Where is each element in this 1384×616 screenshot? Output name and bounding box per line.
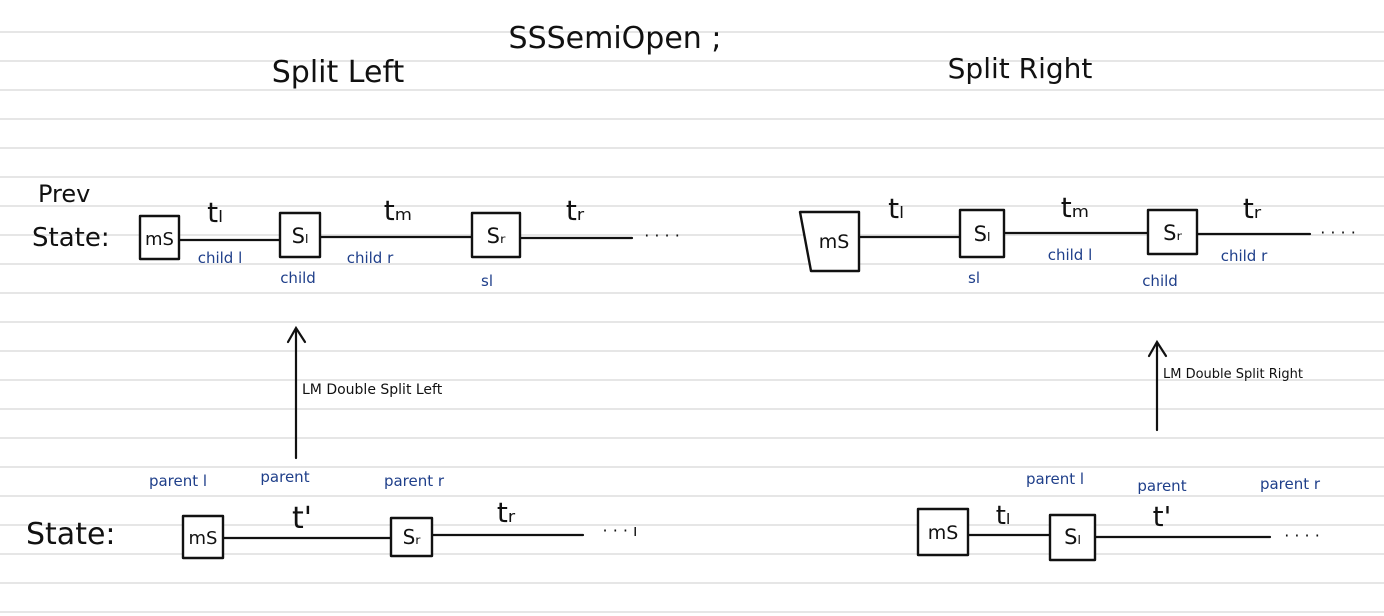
sl-prev-edge-label-tm: tₘ bbox=[384, 194, 412, 227]
sl-prev-node-sl-label: Sₗ bbox=[292, 224, 309, 248]
sl-prev-node-ms bbox=[138, 214, 181, 261]
sr-prev-annotation-child: child bbox=[1142, 272, 1178, 290]
sr-prev-node-sl bbox=[958, 208, 1006, 259]
sl-prev-annotation-child: child bbox=[280, 269, 316, 287]
sr-state-node-ms-label: mS bbox=[928, 522, 959, 544]
sr-state-ellipsis: · · · · bbox=[1284, 526, 1320, 545]
sr-prev-annotation-child-r: child r bbox=[1221, 247, 1268, 265]
sl-operation-label: LM Double Split Left bbox=[302, 382, 443, 398]
sl-state-node-sr bbox=[389, 516, 434, 558]
sl-prev-annotation-sl: sl bbox=[481, 272, 493, 290]
sr-prev-ellipsis: · · · · bbox=[1320, 223, 1356, 242]
sl-transition-arrow bbox=[286, 325, 307, 460]
sr-prev-edge-label-tr: tᵣ bbox=[1243, 192, 1262, 225]
sr-operation-label: LM Double Split Right bbox=[1163, 367, 1303, 382]
sl-state-node-sr-label: Sᵣ bbox=[403, 525, 422, 549]
sr-state-chain: mS Sₗ tₗ t' · · · · parent l parent pare… bbox=[916, 470, 1321, 562]
split-left-heading: Split Left bbox=[272, 55, 405, 90]
sr-state-annotation-parent-l: parent l bbox=[1026, 470, 1084, 488]
sr-prev-node-sl-label: Sₗ bbox=[974, 222, 991, 246]
sl-prev-node-sr-label: Sᵣ bbox=[487, 224, 506, 248]
sr-prev-node-ms-label: mS bbox=[819, 231, 850, 253]
sr-state-edge-label-tl: tₗ bbox=[996, 501, 1011, 531]
sr-prev-node-sr-label: Sᵣ bbox=[1163, 221, 1182, 245]
sr-prev-edge-label-tm: tₘ bbox=[1061, 191, 1089, 224]
sr-prev-node-sr bbox=[1146, 208, 1199, 256]
sl-prev-node-ms-label: mS bbox=[145, 229, 174, 250]
prev-label-line1: Prev bbox=[38, 180, 90, 208]
sl-prev-ellipsis: · · · · bbox=[644, 226, 680, 245]
sl-prev-node-sl bbox=[278, 211, 322, 259]
sr-prev-annotation-sl: sl bbox=[968, 269, 980, 287]
sl-state-ellipsis: · · · ı bbox=[603, 521, 638, 540]
sl-prev-edge-label-tl: tₗ bbox=[207, 196, 223, 229]
sl-state-edge-label-tr: tᵣ bbox=[497, 496, 516, 529]
sr-prev-annotation-child-l: child l bbox=[1048, 246, 1093, 264]
sl-state-node-ms-label: mS bbox=[189, 528, 218, 549]
sr-state-annotation-parent-r: parent r bbox=[1260, 475, 1321, 493]
sr-state-annotation-parent: parent bbox=[1137, 477, 1186, 495]
sr-state-node-ms bbox=[916, 507, 970, 557]
sr-prev-chain: mS Sₗ Sᵣ tₗ tₘ tᵣ · · · · sl child l chi… bbox=[798, 191, 1356, 290]
sl-state-annotation-parent-l: parent l bbox=[149, 472, 207, 490]
sl-state-annotation-parent-r: parent r bbox=[384, 472, 445, 490]
split-right-heading: Split Right bbox=[948, 52, 1093, 85]
sl-state-annotation-parent: parent bbox=[260, 468, 309, 486]
sl-prev-edge-label-tr: tᵣ bbox=[566, 194, 585, 227]
sl-state-chain: mS Sᵣ t' tᵣ · · · ı parent l parent pare… bbox=[149, 468, 638, 560]
sr-state-node-sl bbox=[1048, 513, 1097, 562]
sr-state-node-sl-label: Sₗ bbox=[1064, 525, 1081, 549]
sr-prev-node-ms bbox=[798, 210, 861, 273]
sr-prev-edge-label-tl: tₗ bbox=[888, 192, 904, 225]
sl-prev-chain: mS Sₗ Sᵣ tₗ tₘ tᵣ · · · · child l child … bbox=[138, 194, 680, 290]
sl-prev-annotation-child-l: child l bbox=[198, 249, 243, 267]
sl-state-node-ms bbox=[181, 514, 225, 560]
sl-state-edge-label-tprime: t' bbox=[292, 501, 312, 536]
sr-state-edge-label-tprime: t' bbox=[1153, 500, 1172, 533]
sr-transition-arrow bbox=[1147, 339, 1168, 432]
state-label: State: bbox=[26, 517, 116, 552]
diagram-title: SSSemiOpen ; bbox=[509, 21, 722, 56]
sl-prev-annotation-child-r: child r bbox=[347, 249, 394, 267]
prev-label-line2: State: bbox=[32, 223, 110, 253]
sl-prev-node-sr bbox=[470, 211, 522, 259]
